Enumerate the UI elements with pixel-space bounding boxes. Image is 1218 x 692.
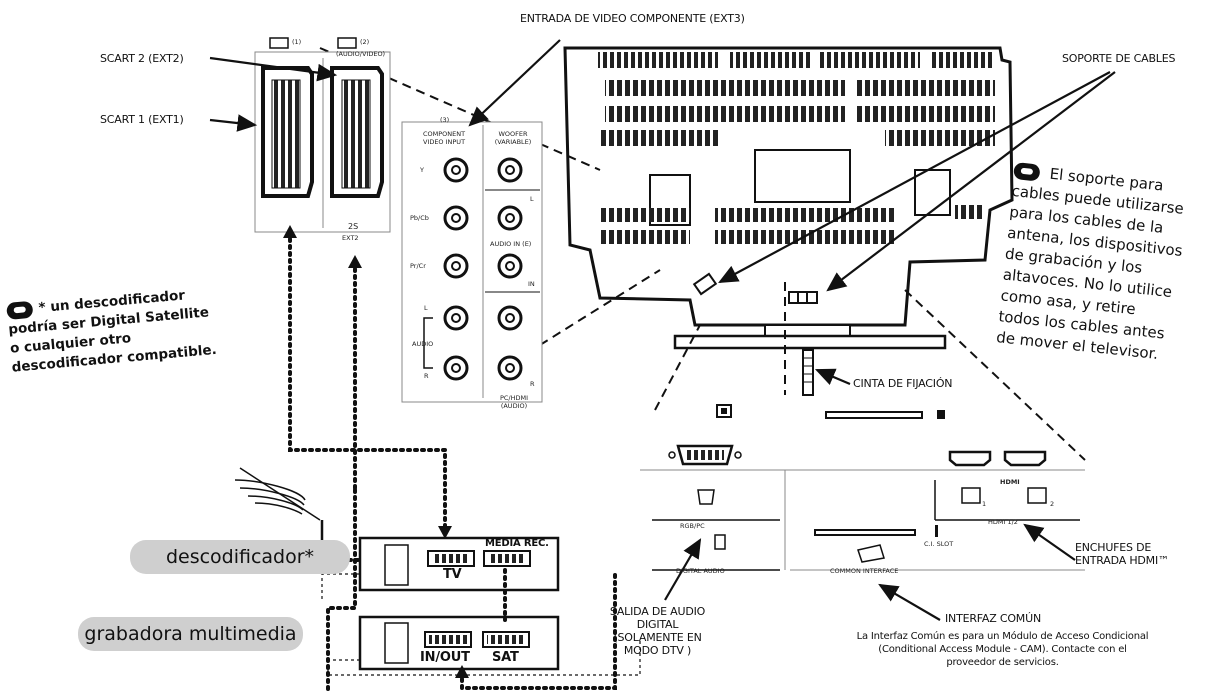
box1-title: MEDIA REC. <box>485 538 549 549</box>
side-panel <box>640 404 1085 571</box>
hdmi-2: 2 <box>1050 500 1055 508</box>
in-label: IN <box>528 280 535 288</box>
scart-top-right: (2) <box>360 38 370 46</box>
scart1-label: SCART 1 (EXT1) <box>100 113 184 126</box>
jack-audio: AUDIO <box>412 340 434 348</box>
hdmi-12: HDMI 1/2 <box>988 518 1018 526</box>
hdmi-1: 1 <box>982 500 987 508</box>
digital-audio-small: DIGITAL AUDIO <box>676 567 725 575</box>
box1-tv-label: TV <box>443 567 462 582</box>
hdmi-inputs-label: ENCHUFES DE ENTRADA HDMI™ <box>1075 541 1169 567</box>
scart-top-right-sub: (AUDIO/VIDEO) <box>336 50 386 58</box>
common-interface-label: INTERFAZ COMÚN <box>945 612 1041 625</box>
audio-in-label: AUDIO IN (E) <box>490 240 532 248</box>
box2-inout-label: IN/OUT <box>420 650 470 665</box>
cable-holder-label: SOPORTE DE CABLES <box>1062 52 1176 65</box>
jack-r: R <box>424 372 429 380</box>
pc-dvi-label: PC/HDMI (AUDIO) <box>499 394 529 410</box>
cable-routes <box>288 230 617 692</box>
pointing-hand-icon <box>6 300 34 320</box>
component-input-label: ENTRADA DE VIDEO COMPONENTE (EXT3) <box>520 12 745 25</box>
device-boxes <box>358 536 560 671</box>
rgb-pc-label: RGB/PC <box>680 522 705 530</box>
thin-cables <box>321 573 641 676</box>
woofer-r-label: R <box>530 380 535 388</box>
ci-slot-label: C.I. SLOT <box>924 540 954 548</box>
tv-rear <box>563 46 1014 396</box>
ci-small: COMMON INTERFACE <box>830 567 899 575</box>
woofer-l-label: L <box>530 195 534 203</box>
callout-arrows <box>209 39 1116 621</box>
decoder-device-label: descodificador* <box>130 540 350 574</box>
scart2-label: SCART 2 (EXT2) <box>100 52 184 65</box>
jack-y: Y <box>420 166 424 174</box>
jack-pb: Pb/Cb <box>410 214 429 222</box>
woofer-title: WOOFER (VARIABLE) <box>494 130 532 146</box>
digital-audio-out-label: SALIDA DE AUDIO DIGITAL (SOLAMENTE EN MO… <box>609 605 706 657</box>
common-interface-note: La Interfaz Común es para un Módulo de A… <box>856 631 1149 668</box>
jack-l: L <box>424 304 428 312</box>
route-arrows <box>283 225 469 678</box>
component-hdr: (3) <box>440 116 450 124</box>
cable-holder-note: El soporte para cables puede utilizarse … <box>995 160 1214 369</box>
box2-sat-label: SAT <box>492 650 519 665</box>
scart-panel <box>254 37 391 233</box>
recorder-device-label: grabadora multimedia <box>78 617 303 651</box>
hdmi-small: HDMI <box>1000 478 1020 486</box>
component-title: COMPONENT VIDEO INPUT <box>422 130 466 146</box>
rca-jacks <box>443 157 523 381</box>
fixing-band-label: CINTA DE FIJACIÓN <box>853 377 953 390</box>
jack-pr: Pr/Cr <box>410 262 426 270</box>
scart-top-left: (1) <box>292 38 302 46</box>
pointing-hand-icon <box>1013 161 1041 182</box>
scart-bottom: 2S <box>348 222 359 231</box>
scart-bottom-sub: EXT2 <box>342 234 359 242</box>
